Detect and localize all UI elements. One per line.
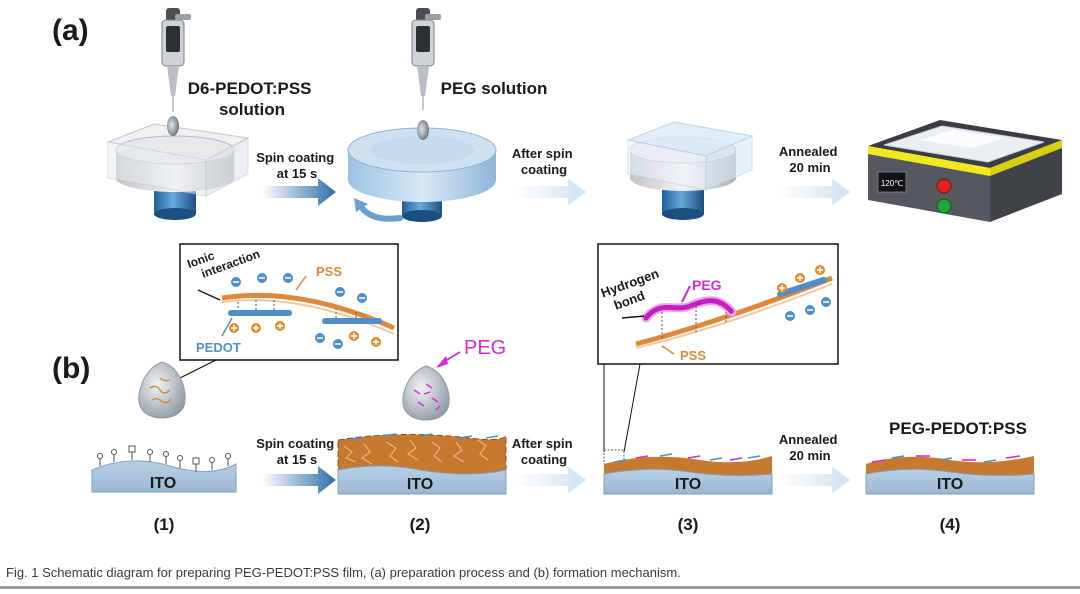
arrow-after-spin-b [512,466,586,494]
peg-pointer-head [436,356,448,368]
peg-droplet [402,365,450,421]
after-spin-label-b: After spin coating [512,436,576,467]
solution-drop [167,116,179,136]
solution-drop [417,120,429,140]
peg-label: PEG [464,337,506,359]
pipette-icon [161,8,191,112]
hot-plate: 120℃ [868,120,1062,222]
pedot-pss-droplet [138,361,186,419]
pss-label-1: PSS [316,264,342,279]
peg-label-inset: PEG [692,277,722,293]
figure-caption: Fig. 1 Schematic diagram for preparing P… [6,565,681,580]
ito-label: ITO [937,476,963,493]
stage-label-1: (1) [154,515,175,534]
ito-label: ITO [407,476,433,493]
pipette-icon [411,8,441,110]
hotplate-display: 120℃ [881,179,903,188]
inset-connector [623,363,641,453]
ito-substrate-3 [603,453,773,495]
stage-label-2: (2) [410,515,431,534]
panel-label-b: (b) [52,352,90,385]
inset-ionic-interaction [179,243,399,361]
arrow-annealed-b [776,466,850,494]
arrow-spin-coating-a [262,178,336,206]
annealed-label-a: Annealed 20 min [779,144,841,175]
annealed-label-b: Annealed 20 min [779,432,841,463]
pedot-label: PEDOT [196,340,241,355]
caption-divider [0,586,1080,589]
final-film-title: PEG-PEDOT:PSS [889,419,1027,438]
ito-label: ITO [675,476,701,493]
stage-label-4: (4) [940,515,961,534]
spin-coating-label-b: Spin coating at 15 s [256,436,338,467]
pss-label-2: PSS [680,348,706,363]
spin-coater-2 [347,127,497,222]
inset-hydrogen-bond [597,243,839,365]
solution-2-label: PEG solution [441,79,548,98]
spin-coater-3 [626,121,754,220]
arrow-annealed-a [776,178,850,206]
ito-label: ITO [150,475,176,492]
ito-substrate-4 [865,455,1035,495]
after-spin-label-a: After spin coating [512,146,576,177]
green-button-icon [936,198,952,214]
arrow-spin-coating-b [262,466,336,494]
stage-label-3: (3) [678,515,699,534]
spin-coating-label-a: Spin coating at 15 s [256,150,338,181]
arrow-after-spin-a [512,178,586,206]
panel-label-a: (a) [52,14,89,47]
ito-substrate-1 [91,445,237,493]
red-button-icon [936,178,952,194]
inset-connector [175,359,217,381]
solution-1-label: D6-PEDOT:PSS solution [188,79,316,119]
spin-coater-1 [106,123,250,220]
ito-substrate-2 [337,433,507,495]
